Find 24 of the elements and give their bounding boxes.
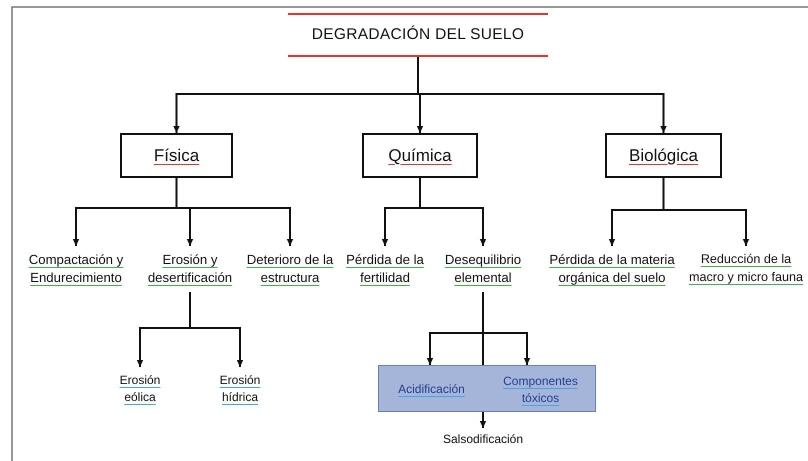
subcategory-label: Compactación y Endurecimiento <box>20 246 132 292</box>
arrow <box>662 178 750 246</box>
subcategory-label: Desequilibrio elemental <box>436 246 530 292</box>
arrow <box>417 57 667 133</box>
node-text: DEGRADACIÓN DEL SUELO <box>312 24 524 46</box>
process-label: Erosión hídrica <box>208 367 272 411</box>
process-label: Componentes tóxicos <box>484 366 597 413</box>
node-text: Física <box>154 144 200 167</box>
process-label: Erosión eólica <box>108 367 172 411</box>
category-box <box>605 133 722 178</box>
title-banner <box>288 13 548 57</box>
category-box <box>362 133 478 178</box>
subcategory-label: Pérdida de la fertilidad <box>337 246 433 292</box>
category-box <box>120 133 233 178</box>
arrow <box>189 292 244 367</box>
process-label: Acidificación <box>379 366 484 413</box>
process-label: Salsodificación <box>424 428 542 450</box>
arrow <box>419 178 486 246</box>
subcategory-label: Deterioro de la estructura <box>246 246 334 292</box>
node-text: Química <box>388 144 452 167</box>
subcategory-label: Reducción de la macro y micro fauna <box>684 246 808 292</box>
node-text: Biológica <box>629 144 698 167</box>
subcategory-label: Erosión y desertificación <box>136 246 244 292</box>
group-box <box>378 365 596 412</box>
